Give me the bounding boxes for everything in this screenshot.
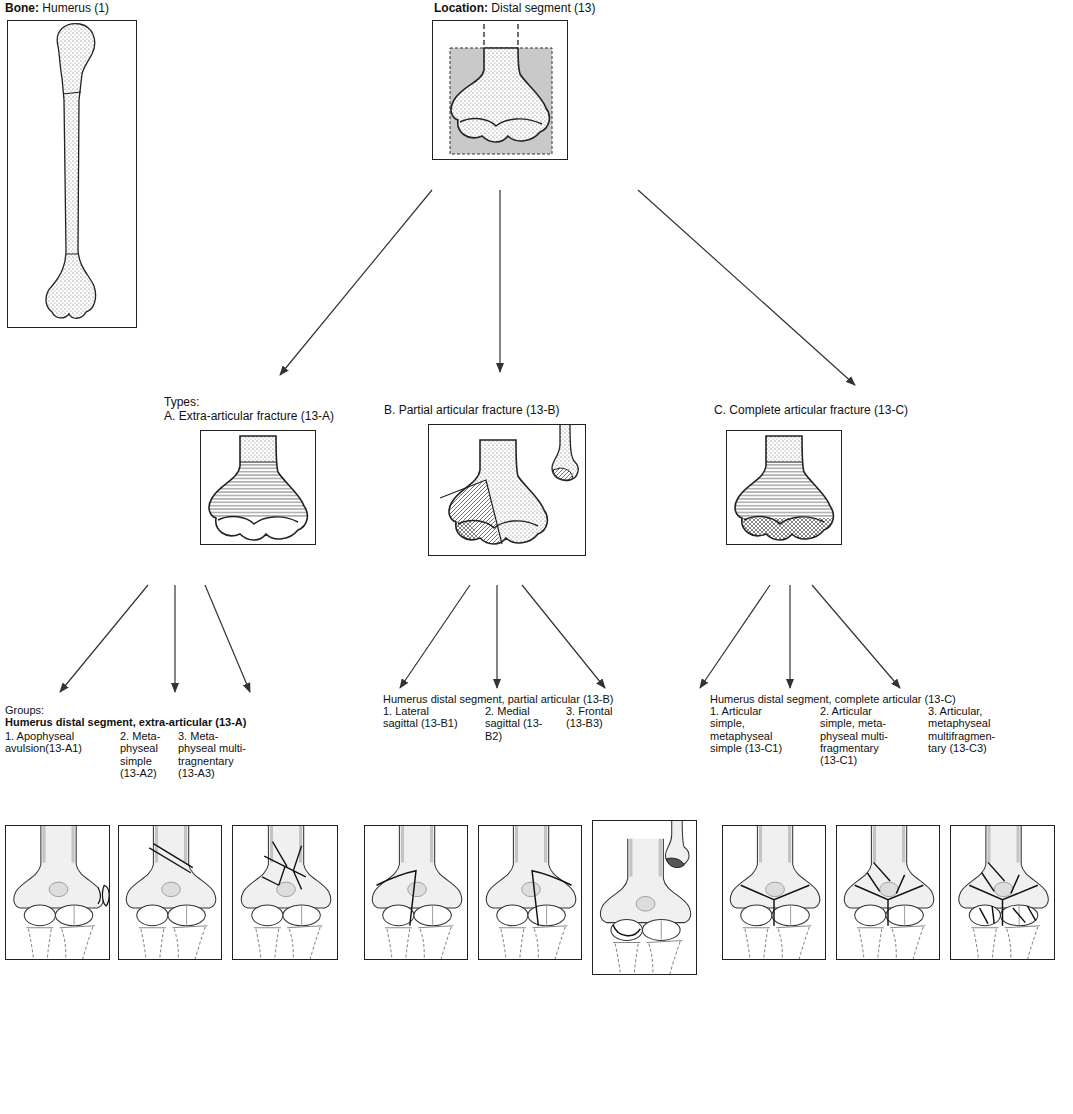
group-b2-figure: [486, 825, 575, 960]
section-label: Types:: [164, 396, 199, 409]
figure-frame: [428, 424, 586, 556]
figure-frame: [722, 825, 826, 960]
figure-frame: [432, 20, 568, 160]
group-b3-figure: [600, 820, 690, 975]
arrow-connector: [280, 190, 432, 375]
figure-frame: [592, 820, 697, 975]
figure-frame: [118, 825, 222, 960]
arrow-connector: [638, 190, 855, 385]
classification-node: 2. Medial sagittal (13-B2): [478, 705, 582, 960]
arrow-connector: [400, 585, 470, 688]
node-text: 1. Articular simple, metaphyseal simple …: [710, 705, 782, 754]
group-a3-figure: [241, 825, 330, 960]
node-text: 3. Meta- physeal multi- tragnentary (13-…: [178, 730, 246, 779]
arrow-connector: [174, 585, 175, 692]
arrow-connector: [522, 585, 605, 688]
section-label: Humerus distal segment, complete articul…: [710, 693, 956, 705]
classification-node: 1. Lateral sagittal (13-B1): [364, 705, 468, 960]
arrow-connector: [60, 585, 148, 692]
section-label: Groups:: [5, 704, 44, 716]
classification-node: 3. Frontal (13-B3): [566, 705, 697, 975]
type-b-figure: [440, 424, 578, 552]
figure-frame: [836, 825, 940, 960]
classification-node: 1. Articular simple, metaphyseal simple …: [710, 705, 826, 960]
arrow-connector: [812, 585, 900, 688]
group-a1-figure: [14, 825, 109, 960]
node-text: 2. Medial sagittal (13-B2): [485, 705, 542, 742]
figure-frame: [5, 825, 110, 960]
node-heading: 1. Apophyseal avulsion(13-A1): [5, 730, 105, 755]
distal-segment-figure: [450, 24, 552, 154]
node-heading: B. Partial articular fracture (13-B): [384, 404, 634, 417]
section-label: Humerus distal segment, extra-articular …: [5, 716, 246, 728]
node-text: Bone:: [5, 1, 39, 15]
node-heading: 3. Articular, metaphyseal multifragmen- …: [928, 705, 1003, 754]
node-text: 3. Frontal (13-B3): [566, 705, 612, 729]
node-text: B. Partial articular fracture (13-B): [384, 403, 559, 417]
node-heading: 2. Medial sagittal (13-B2): [485, 705, 545, 742]
group-c1-figure: [730, 825, 819, 960]
classification-node: 1. Apophyseal avulsion(13-A1): [5, 730, 110, 960]
arrow-connector: [789, 585, 790, 688]
figure-frame: [950, 825, 1055, 960]
node-text: C. Complete articular fracture (13-C): [714, 403, 908, 417]
node-text: 1. Lateral sagittal (13-B1): [383, 705, 458, 729]
node-heading: C. Complete articular fracture (13-C): [714, 404, 974, 417]
arrow-connector: [496, 585, 497, 688]
classification-node: B. Partial articular fracture (13-B): [384, 404, 634, 556]
figure-frame: [200, 430, 316, 545]
node-text: 1. Apophyseal avulsion(13-A1): [5, 730, 82, 754]
type-a-figure: [200, 436, 316, 548]
group-a2-figure: [126, 825, 215, 960]
node-heading: 3. Frontal (13-B3): [566, 705, 626, 730]
figure-frame: [478, 825, 582, 960]
node-text: Distal segment (13): [491, 1, 595, 15]
arrow-connector: [499, 190, 500, 372]
node-heading: 3. Meta- physeal multi- tragnentary (13-…: [178, 730, 256, 779]
humerus-figure: [46, 24, 96, 319]
figure-frame: [364, 825, 468, 960]
group-c2-figure: [844, 825, 933, 960]
classification-node: A. Extra-articular fracture (13-A): [164, 410, 394, 545]
type-c-figure: [726, 436, 842, 548]
node-text: A. Extra-articular fracture (13-A): [164, 409, 334, 423]
node-heading: 2. Articular simple, meta- physeal multi…: [820, 705, 895, 767]
classification-node: C. Complete articular fracture (13-C): [714, 404, 974, 545]
node-heading: 2. Meta- physeal simple (13-A2): [120, 730, 172, 779]
figure-frame: [7, 20, 137, 328]
node-text: 3. Articular, metaphyseal multifragmen- …: [928, 705, 995, 754]
figure-frame: [726, 430, 842, 545]
classification-node: 2. Articular simple, meta- physeal multi…: [820, 705, 940, 960]
classification-node: Location:Distal segment (13): [432, 2, 714, 160]
node-text: 2. Meta- physeal simple (13-A2): [120, 730, 160, 779]
node-text: Location:: [434, 1, 488, 15]
classification-node: 3. Articular, metaphyseal multifragmen- …: [928, 705, 1055, 960]
classification-node: 3. Meta- physeal multi- tragnentary (13-…: [178, 730, 338, 960]
node-heading: Bone:Humerus (1): [5, 2, 245, 15]
side-view-inset: [552, 424, 578, 481]
node-heading: Location:Distal segment (13): [434, 2, 714, 15]
node-heading: 1. Lateral sagittal (13-B1): [383, 705, 463, 730]
arrow-connector: [205, 585, 250, 692]
group-b1-figure: [372, 825, 461, 960]
section-label: Humerus distal segment, partial articula…: [383, 693, 613, 705]
group-c3-figure: [959, 825, 1048, 960]
figure-frame: [232, 825, 338, 960]
node-text: 2. Articular simple, meta- physeal multi…: [820, 705, 888, 766]
arrow-connector: [700, 585, 770, 688]
classification-node: Bone:Humerus (1): [5, 2, 245, 328]
node-text: Humerus (1): [42, 1, 109, 15]
node-heading: 1. Articular simple, metaphyseal simple …: [710, 705, 790, 754]
node-heading: A. Extra-articular fracture (13-A): [164, 410, 394, 423]
